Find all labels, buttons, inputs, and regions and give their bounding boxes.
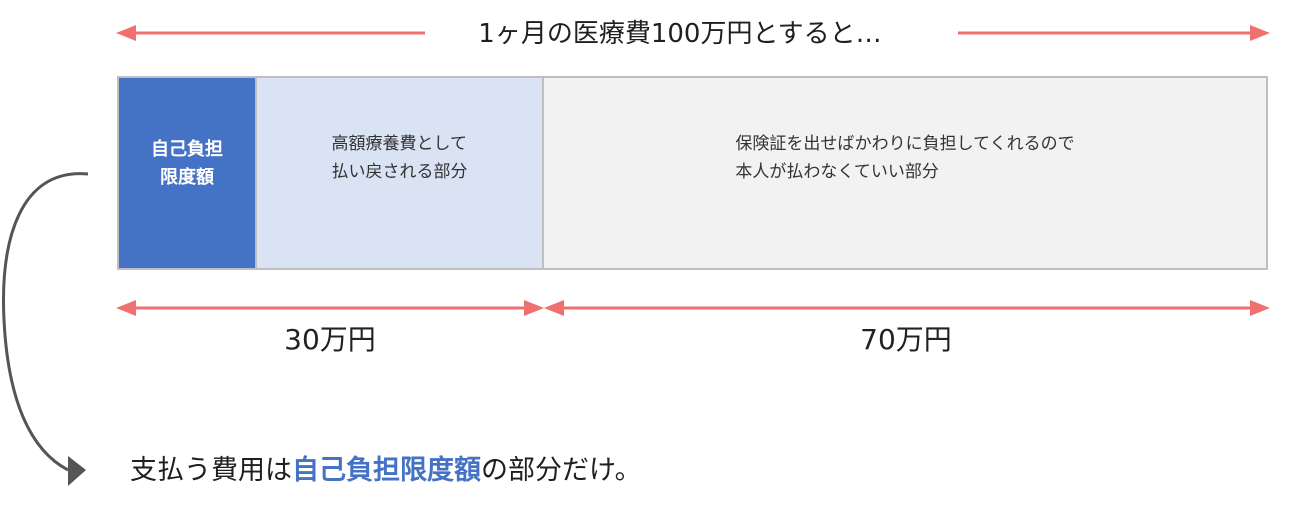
- conclusion-before: 支払う費用は: [130, 455, 292, 486]
- segment-insurance: 保険証を出せばかわりに負担してくれるので 本人が払わなくていい部分: [544, 76, 1268, 270]
- top-left-arrow: [116, 25, 425, 41]
- top-right-arrow: [958, 25, 1270, 41]
- segment-self-pay: 自己負担 限度額: [117, 76, 255, 270]
- segment-refund: 高額療養費として 払い戻される部分: [255, 76, 544, 270]
- self-pay-label: 自己負担 限度額: [132, 136, 242, 192]
- curved-pointer-arrow: [2, 172, 89, 486]
- refund-label-line2: 払い戻される部分: [331, 162, 468, 182]
- conclusion-text: 支払う費用は自己負担限度額の部分だけ。: [130, 446, 642, 496]
- insurance-label: 保険証を出せばかわりに負担してくれるので 本人が払わなくていい部分: [735, 130, 1074, 186]
- self-pay-label-line2: 限度額: [160, 167, 214, 188]
- span-arrow-30: [116, 300, 544, 316]
- insurance-label-line1: 保険証を出せばかわりに負担してくれるので: [735, 134, 1075, 154]
- insurance-label-line2: 本人が払わなくていい部分: [735, 162, 939, 182]
- refund-label: 高額療養費として 払い戻される部分: [332, 130, 468, 186]
- refund-label-line1: 高額療養費として: [331, 134, 468, 154]
- self-pay-label-line1: 自己負担: [151, 139, 223, 160]
- amount-30-label: 30万円: [284, 323, 376, 356]
- amount-70-label: 70万円: [860, 323, 952, 356]
- diagram-title: 1ヶ月の医療費100万円とすると…: [478, 19, 882, 49]
- span-arrow-70: [544, 300, 1270, 316]
- conclusion-after: の部分だけ。: [481, 455, 642, 486]
- conclusion-highlight: 自己負担限度額: [292, 455, 481, 486]
